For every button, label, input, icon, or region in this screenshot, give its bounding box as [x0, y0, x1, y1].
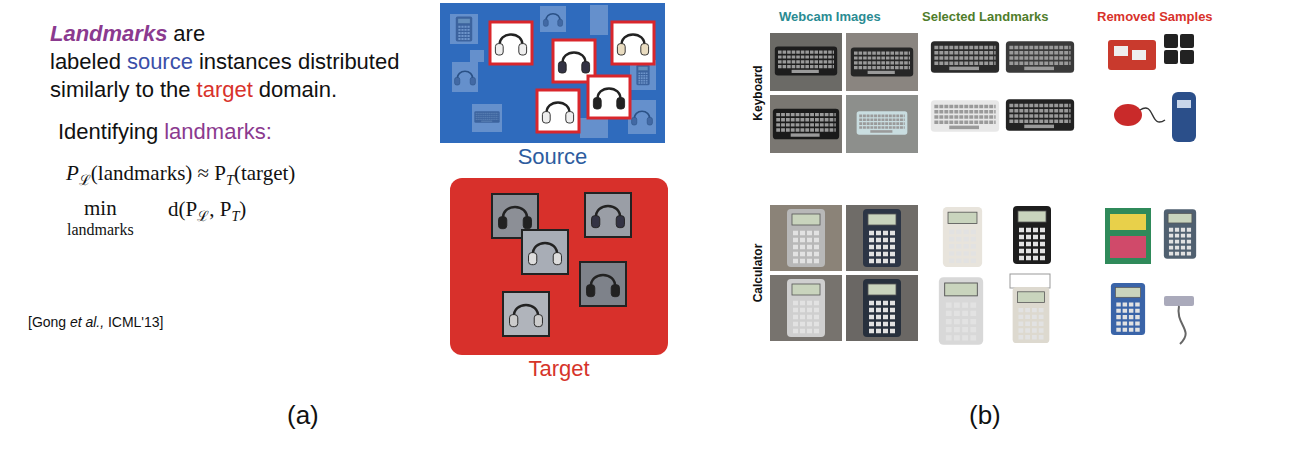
formula-subscript: ℒ: [79, 172, 91, 188]
keyword: source: [127, 49, 193, 74]
citation: et al.,: [70, 314, 104, 330]
text-line: d(Pℒ, PT): [168, 196, 428, 229]
formula-text: (target): [234, 161, 295, 185]
citation: [Gong: [28, 314, 66, 330]
formula-subscript: T: [231, 208, 239, 224]
body-text: domain.: [259, 77, 337, 102]
target-domain-box: Target: [450, 178, 668, 355]
formula-text: d(P: [168, 197, 197, 221]
keyword: Landmarks: [50, 21, 167, 46]
body-text: Identifying: [58, 119, 158, 144]
text-line: Identifyinglandmarks:: [58, 118, 438, 146]
formula-text: (landmarks) ≈ P: [91, 161, 226, 185]
panel-label: (b): [969, 400, 1001, 431]
column-header: Removed Samples: [1097, 9, 1213, 24]
formula-subscript: landmarks: [67, 221, 134, 239]
formula-subscript: T: [226, 172, 234, 188]
citation: ICML'13]: [108, 314, 164, 330]
source-domain-box: Source: [440, 3, 665, 143]
text-line: Pℒ(landmarks) ≈ PT(target): [66, 160, 426, 193]
panel-label: (a): [287, 400, 319, 431]
formula-symbol: P: [66, 161, 79, 185]
row-label: Calculator: [751, 244, 765, 303]
keyword: landmarks:: [164, 119, 272, 144]
text-line: Landmarksare labeledsourceinstances dist…: [50, 20, 450, 104]
keyword: target: [197, 77, 253, 102]
formula-text: , P: [209, 197, 231, 221]
formula-operator: min: [84, 196, 117, 221]
column-header: Selected Landmarks: [922, 9, 1048, 24]
box-caption: Target: [450, 356, 668, 382]
row-label: Keyboard: [751, 65, 765, 120]
column-header: Webcam Images: [779, 9, 881, 24]
formula-subscript: ℒ: [197, 208, 209, 224]
formula-text: ): [239, 197, 246, 221]
box-caption: Source: [440, 144, 665, 170]
text-line: [Gonget al.,ICML'13]: [28, 313, 328, 331]
